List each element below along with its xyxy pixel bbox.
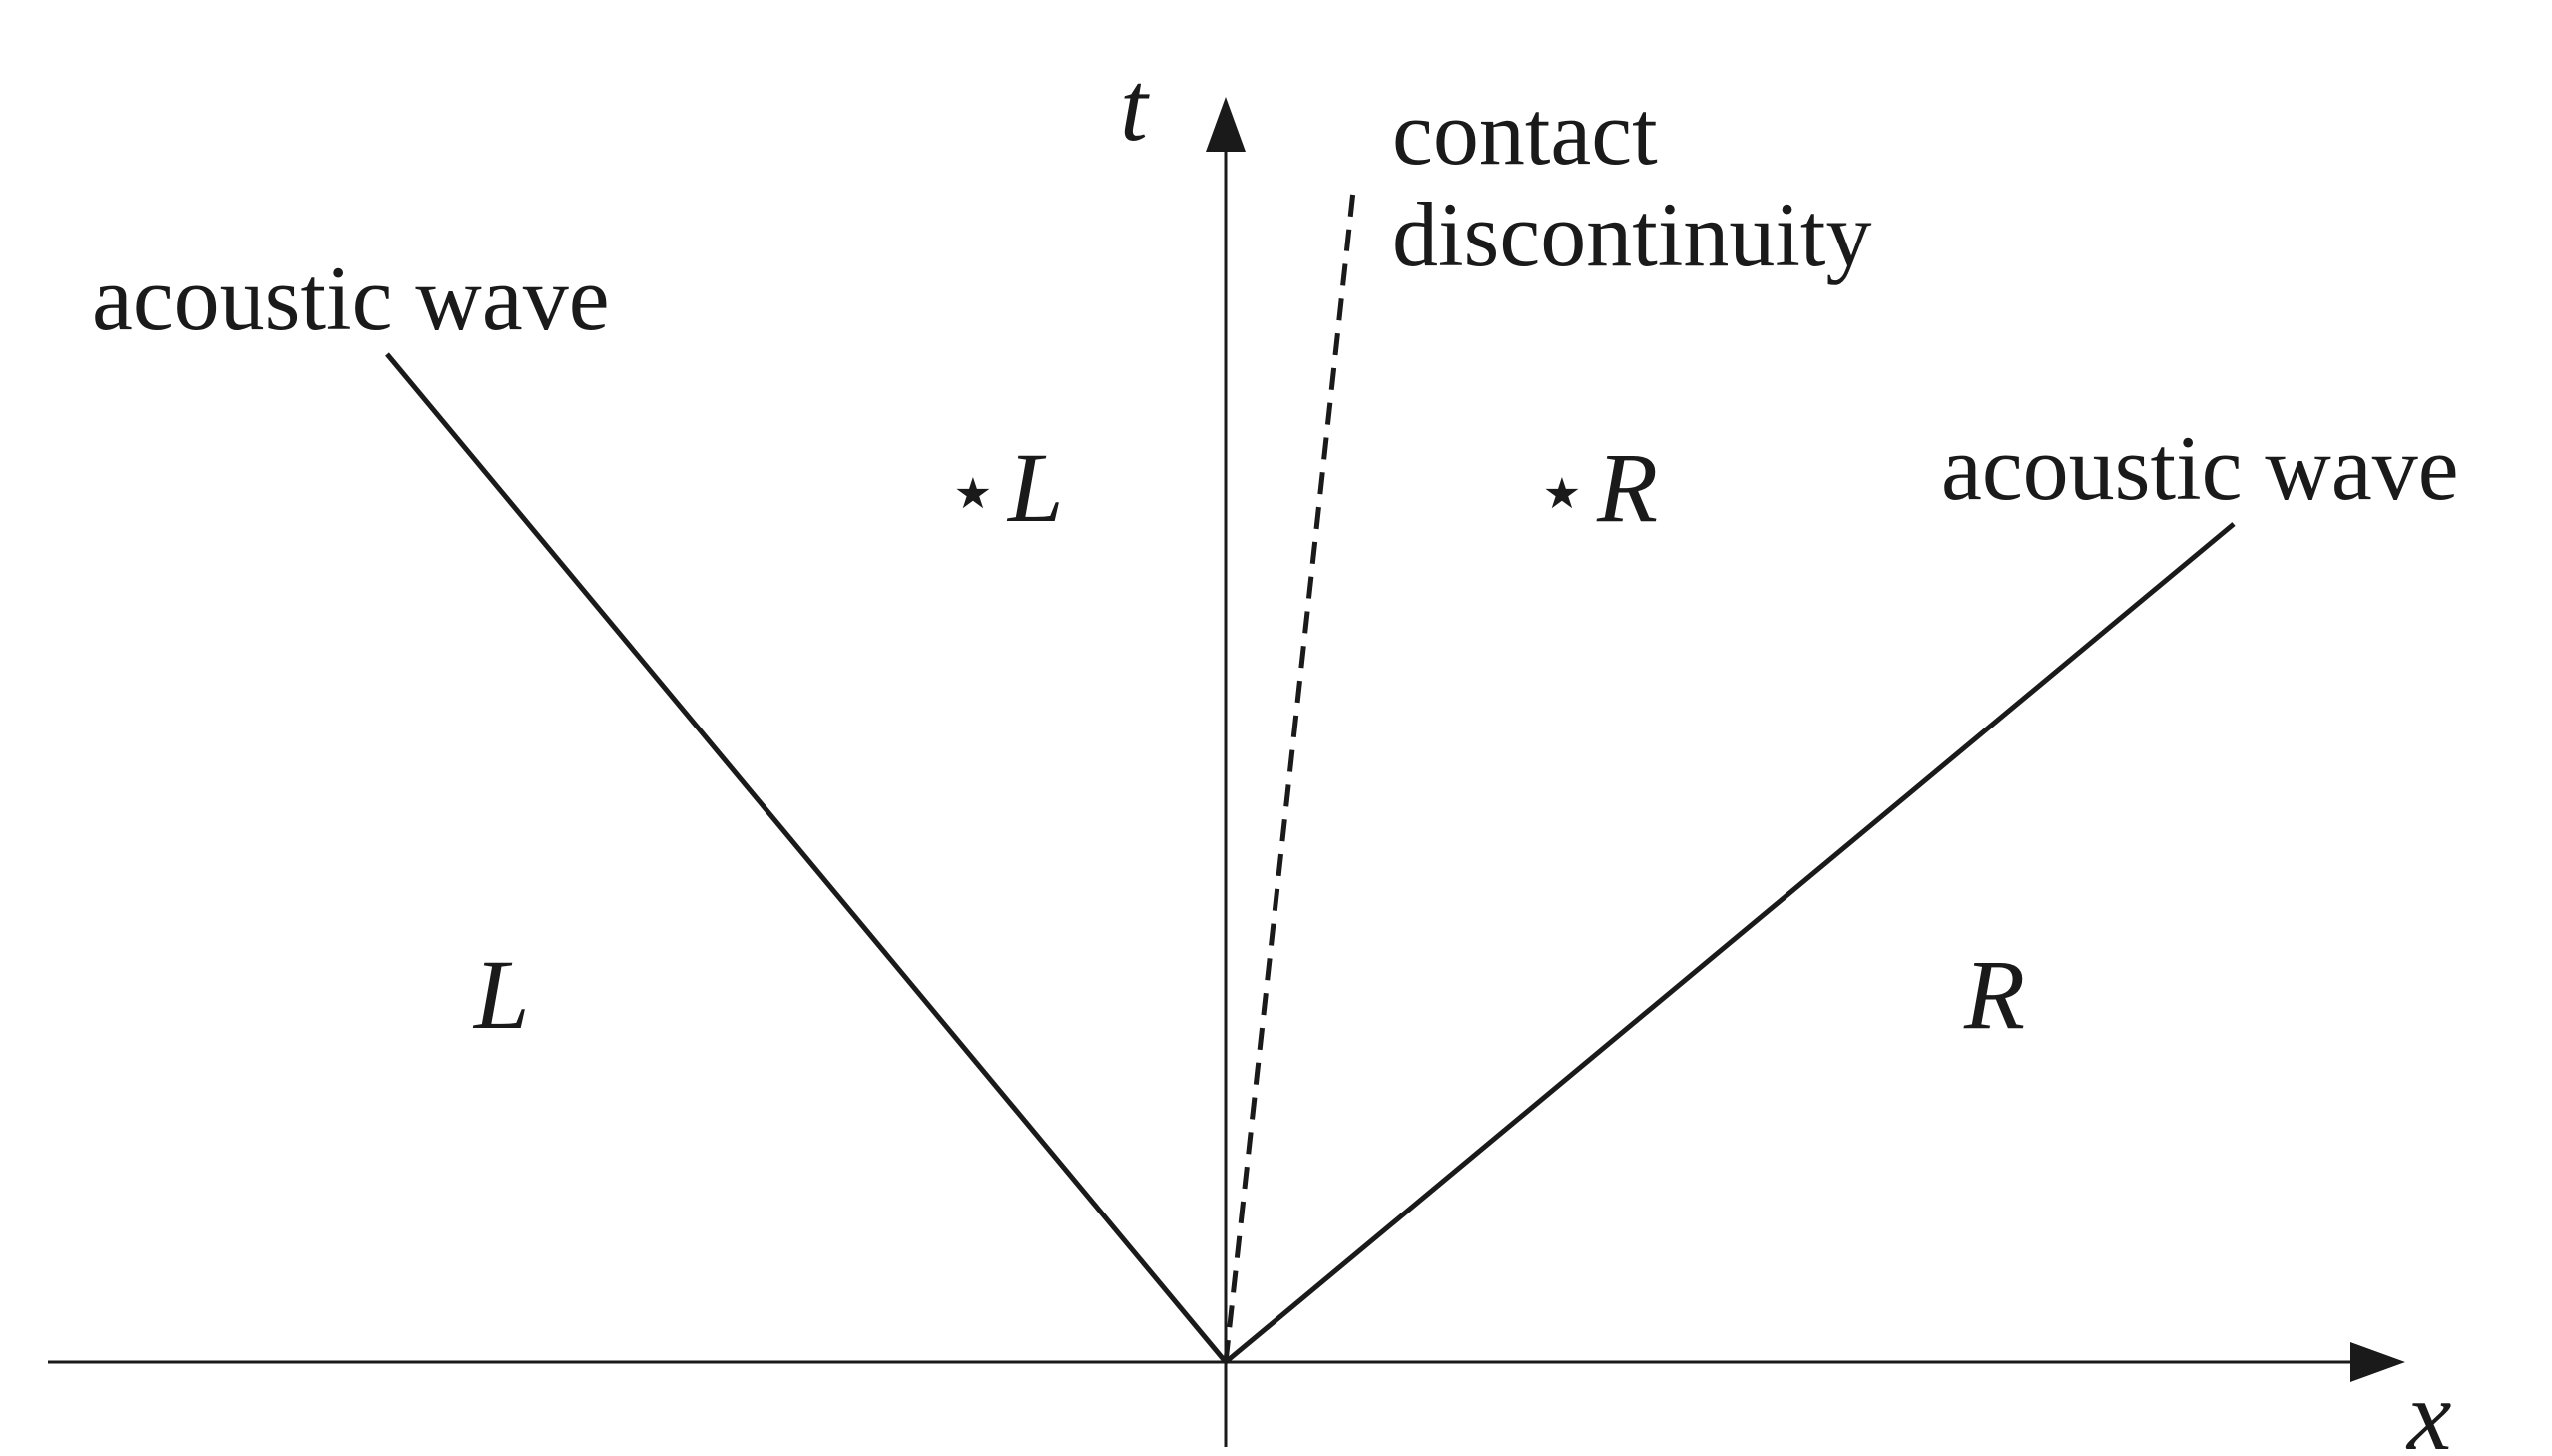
star-right-state: ⋆ R <box>1535 432 1658 543</box>
right-acoustic-wave-label: acoustic wave <box>1941 417 2459 519</box>
contact-discontinuity-label-line2: discontinuity <box>1392 184 1871 285</box>
right-acoustic-wave-line <box>1224 522 2236 1364</box>
contact-discontinuity-label-line1: contact <box>1392 82 1658 184</box>
left-acoustic-wave-line <box>385 352 1228 1364</box>
t-axis-arrowhead <box>1206 97 1246 152</box>
right-state-label: R <box>1963 939 2025 1050</box>
star-right-state-label: R <box>1596 432 1658 543</box>
star-left-state-label: L <box>1006 432 1064 543</box>
t-axis-label: t <box>1120 51 1150 162</box>
x-axis-label: x <box>2405 1360 2451 1456</box>
left-state-label: L <box>472 939 530 1050</box>
star-right-symbol: ⋆ <box>1535 444 1589 540</box>
x-axis-arrowhead <box>2350 1342 2405 1382</box>
left-acoustic-wave-label: acoustic wave <box>92 247 610 349</box>
star-left-symbol: ⋆ <box>946 444 1000 540</box>
contact-discontinuity-line <box>1223 181 1357 1363</box>
star-left-state: ⋆ L <box>946 432 1064 543</box>
